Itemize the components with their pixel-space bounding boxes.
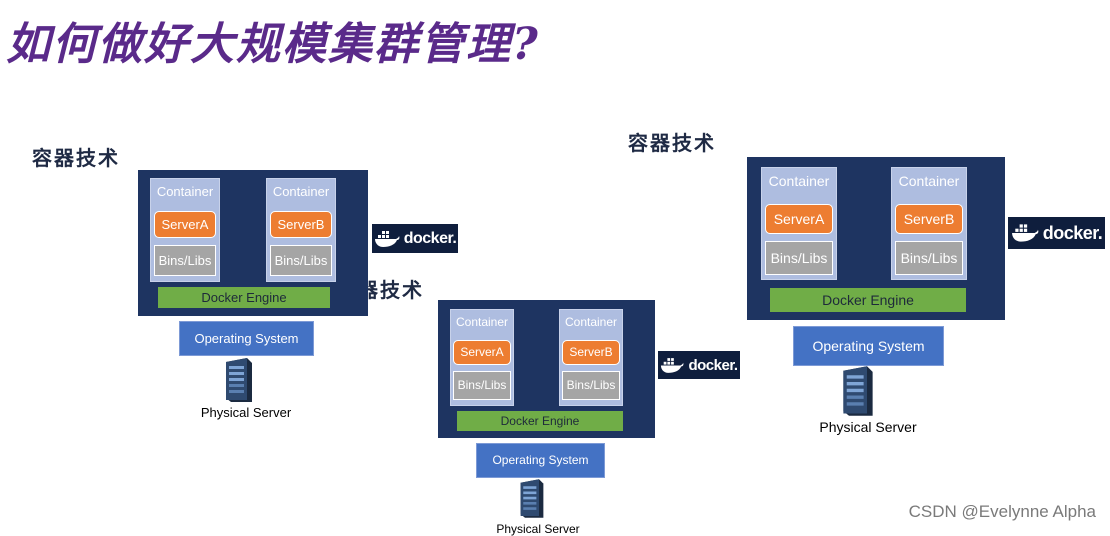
section-label-1: 容器技术 xyxy=(32,146,120,170)
section-label-3: 容器技术 xyxy=(628,131,716,155)
bins-libs-box: Bins/Libs xyxy=(453,371,511,400)
docker-logo-text: docker. xyxy=(688,356,738,374)
server-a-box: ServerA xyxy=(453,340,511,365)
container-1: Container ServerA Bins/Libs xyxy=(150,178,220,282)
container-2: Container ServerB Bins/Libs xyxy=(891,167,967,280)
operating-system-box: Operating System xyxy=(793,326,944,366)
server-b-box: ServerB xyxy=(270,211,332,238)
operating-system-box: Operating System xyxy=(476,443,605,478)
docker-whale-icon xyxy=(1011,224,1039,242)
page-title: 如何做好大规模集群管理? xyxy=(6,19,540,70)
watermark: CSDN @Evelynne Alpha xyxy=(908,502,1096,521)
container-label: Container xyxy=(564,315,618,329)
server-a-box: ServerA xyxy=(765,204,833,234)
server-b-box: ServerB xyxy=(562,340,620,365)
docker-logo-text: docker. xyxy=(403,229,457,247)
server-tower-icon xyxy=(226,358,252,402)
server-b-box: ServerB xyxy=(895,204,963,234)
bins-libs-box: Bins/Libs xyxy=(562,371,620,400)
physical-server-caption: Physical Server xyxy=(200,405,292,420)
docker-engine-bar: Docker Engine xyxy=(770,288,966,312)
server-tower-icon xyxy=(843,366,873,416)
docker-engine-bar: Docker Engine xyxy=(158,287,330,308)
bins-libs-box: Bins/Libs xyxy=(154,245,216,276)
bins-libs-box: Bins/Libs xyxy=(895,241,963,275)
docker-logo-2: docker. xyxy=(658,351,740,379)
docker-whale-icon xyxy=(661,357,684,373)
container-2: Container ServerB Bins/Libs xyxy=(559,309,623,406)
docker-logo-1: docker. xyxy=(372,224,458,253)
container-label: Container xyxy=(768,173,830,189)
bins-libs-box: Bins/Libs xyxy=(270,245,332,276)
container-1: Container ServerA Bins/Libs xyxy=(761,167,837,280)
container-2: Container ServerB Bins/Libs xyxy=(266,178,336,282)
container-label: Container xyxy=(272,184,330,199)
container-label: Container xyxy=(156,184,214,199)
server-tower-icon xyxy=(520,479,544,518)
docker-logo-3: docker. xyxy=(1008,217,1105,249)
bins-libs-box: Bins/Libs xyxy=(765,241,833,275)
container-label: Container xyxy=(455,315,509,329)
docker-logo-text: docker. xyxy=(1042,222,1103,243)
docker-whale-icon xyxy=(374,230,400,247)
container-1: Container ServerA Bins/Libs xyxy=(450,309,514,406)
server-a-box: ServerA xyxy=(154,211,216,238)
operating-system-box: Operating System xyxy=(179,321,314,356)
physical-server-caption: Physical Server xyxy=(819,419,917,435)
container-label: Container xyxy=(898,173,960,189)
docker-engine-bar: Docker Engine xyxy=(457,411,623,431)
physical-server-caption: Physical Server xyxy=(496,522,580,536)
